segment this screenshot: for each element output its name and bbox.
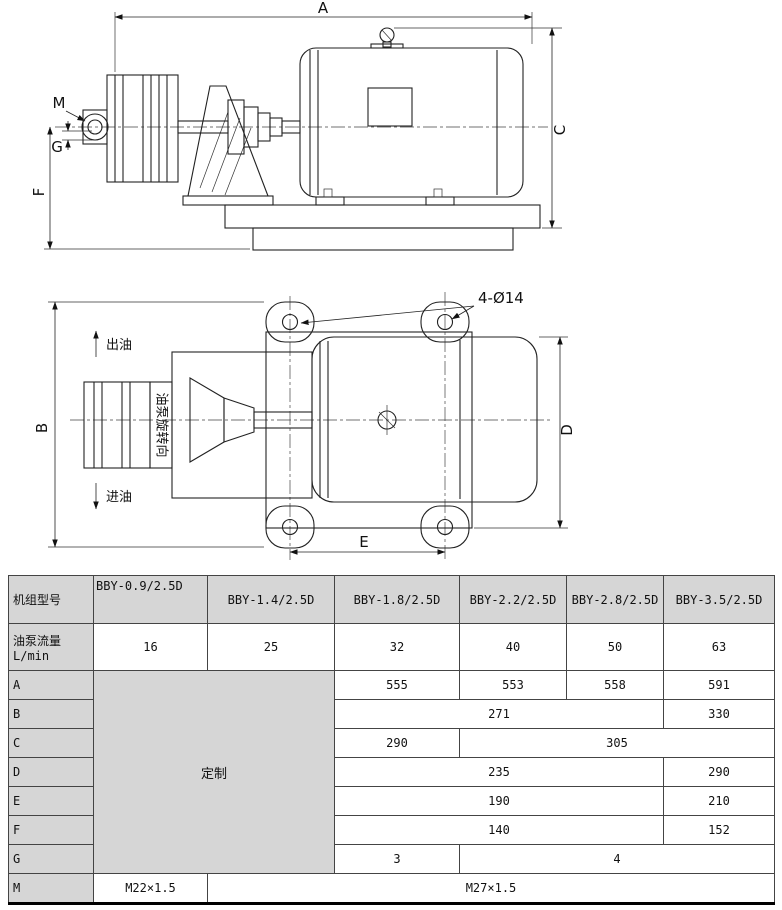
dim-label-c: C (551, 125, 569, 135)
model-col-6: BBY-3.5/2.5D (663, 575, 775, 624)
row-label-M: M (8, 873, 94, 904)
table-cell: M27×1.5 (207, 873, 775, 904)
dim-label-b: B (33, 423, 51, 433)
motor-side (299, 27, 524, 206)
table-cell: 305 (459, 728, 775, 758)
row-label-D: D (8, 757, 94, 787)
flow-label-line2: L/min (13, 648, 50, 663)
dim-m: M (53, 94, 86, 122)
row-label-E: E (8, 786, 94, 816)
coupling-plan (171, 351, 313, 499)
flow-value: 50 (566, 623, 664, 671)
dim-e: E (289, 533, 446, 555)
model-col-2: BBY-1.4/2.5D (207, 575, 335, 624)
pump-unit-drawing: A C F M (30, 0, 576, 562)
dim-label-a: A (318, 0, 329, 17)
inlet-label: 进油 (106, 490, 132, 505)
flow-value: 63 (663, 623, 775, 671)
row-label-C: C (8, 728, 94, 758)
pump-side (81, 74, 179, 183)
row-label-F: F (8, 815, 94, 845)
dim-g: G (51, 121, 92, 156)
model-header-label: 机组型号 (8, 575, 94, 624)
row-label-A: A (8, 670, 94, 700)
plan-view: 油泵旋转向 出油 进油 4-Ø14 (33, 289, 576, 562)
dim-label-e: E (359, 533, 368, 551)
mounting-hole (281, 518, 299, 536)
side-view: A C F M (30, 0, 569, 251)
table-cell: 591 (663, 670, 775, 700)
holes-callout: 4-Ø14 (300, 289, 524, 326)
dim-a: A (114, 0, 533, 72)
base-side (224, 204, 541, 251)
dim-c: C (394, 27, 569, 229)
flow-value: 16 (93, 623, 208, 671)
table-cell: 152 (663, 815, 775, 845)
pump-plan: 油泵旋转向 (83, 381, 173, 469)
motor-plan (311, 336, 538, 503)
row-E: E 190 210 (8, 786, 775, 816)
flow-value: 25 (207, 623, 335, 671)
table-cell: 553 (459, 670, 567, 700)
table-cell: 235 (334, 757, 664, 787)
support-bracket (182, 85, 274, 206)
flow-row: 油泵流量 L/min 16 25 32 40 50 63 (8, 623, 775, 671)
table-cell: M22×1.5 (93, 873, 208, 904)
holes-note-label: 4-Ø14 (478, 289, 524, 307)
table-cell: 271 (334, 699, 664, 729)
flow-value: 32 (334, 623, 460, 671)
model-col-1: BBY-0.9/2.5D (93, 575, 208, 624)
model-header-row: 机组型号 BBY-0.9/2.5D BBY-1.4/2.5D BBY-1.8/2… (8, 575, 775, 624)
mounting-hole (436, 313, 454, 331)
row-F: F 140 152 (8, 815, 775, 845)
rotation-direction-label: 油泵旋转向 (154, 392, 170, 457)
row-B: B 271 330 (8, 699, 775, 729)
dim-label-d: D (558, 424, 576, 436)
motor-nameplate (367, 87, 413, 127)
flow-label: 油泵流量 L/min (8, 623, 94, 671)
dim-f: F (30, 126, 250, 250)
table-cell: 290 (663, 757, 775, 787)
dim-label-f: F (30, 188, 48, 197)
dim-label-m: M (53, 94, 66, 112)
mounting-hole (281, 313, 299, 331)
dimension-table: 机组型号 BBY-0.9/2.5D BBY-1.4/2.5D BBY-1.8/2… (8, 575, 775, 905)
table-cell: 558 (566, 670, 664, 700)
table-cell: 140 (334, 815, 664, 845)
row-M: M M22×1.5 M27×1.5 (8, 873, 775, 904)
row-G: G 3 4 (8, 844, 775, 874)
row-label-G: G (8, 844, 94, 874)
table-cell: 330 (663, 699, 775, 729)
model-col-5: BBY-2.8/2.5D (566, 575, 664, 624)
outlet-annotation: 出油 (93, 330, 132, 357)
row-label-B: B (8, 699, 94, 729)
row-C: C 290 305 (8, 728, 775, 758)
flow-value: 40 (459, 623, 567, 671)
model-col-3: BBY-1.8/2.5D (334, 575, 460, 624)
row-A: A 定制 555 553 558 591 (8, 670, 775, 874)
dim-d: D (474, 336, 576, 529)
base-plate-plan (265, 301, 473, 549)
custom-cell: 定制 (93, 670, 335, 874)
dim-b: B (33, 301, 264, 548)
table-cell: 210 (663, 786, 775, 816)
outlet-label: 出油 (106, 338, 132, 353)
flow-label-line1: 油泵流量 (13, 633, 62, 648)
table-cell: 290 (334, 728, 460, 758)
model-col-4: BBY-2.2/2.5D (459, 575, 567, 624)
table-cell: 4 (459, 844, 775, 874)
inlet-annotation: 进油 (93, 483, 132, 510)
table-cell: 3 (334, 844, 460, 874)
table-cell: 190 (334, 786, 664, 816)
table-cell: 555 (334, 670, 460, 700)
mounting-hole (436, 518, 454, 536)
dim-label-g: G (51, 138, 63, 156)
